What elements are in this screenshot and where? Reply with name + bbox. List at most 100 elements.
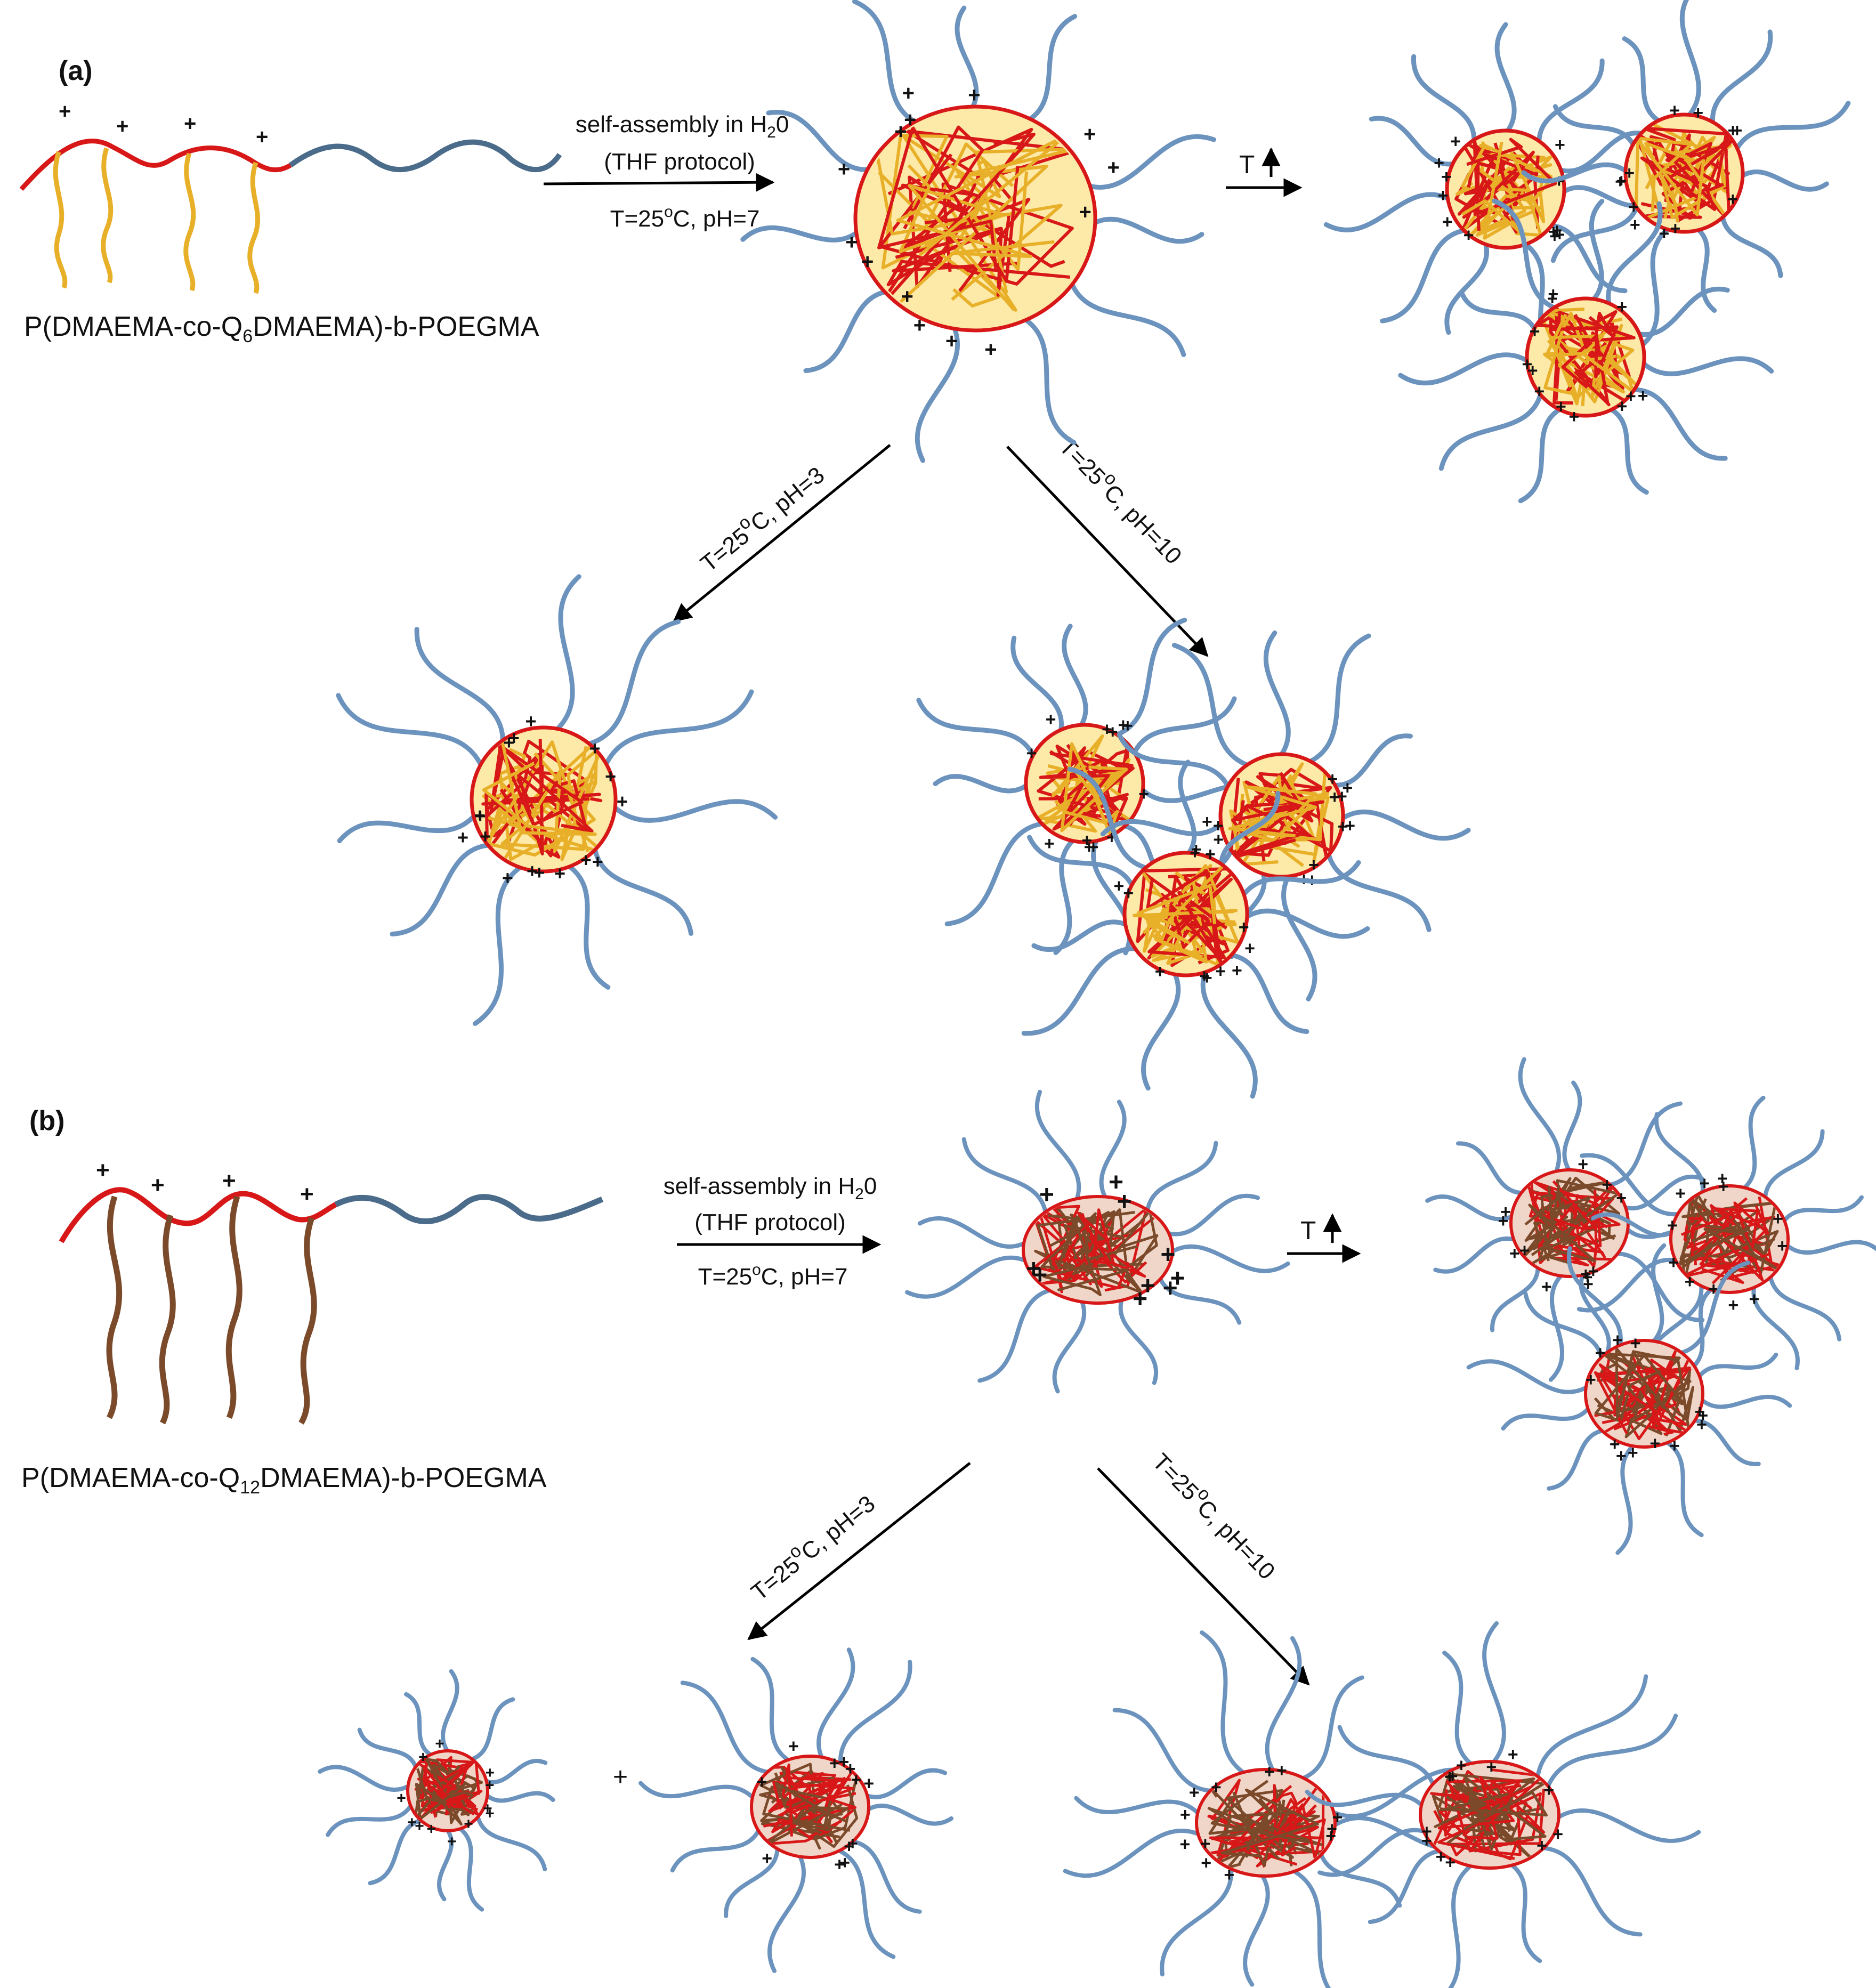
charge-plus: +: [1084, 837, 1095, 857]
corona-chain: [724, 1843, 780, 1918]
charge-plus: +: [1325, 1826, 1336, 1846]
core-outline: [1584, 1339, 1704, 1449]
corona-chain: [1697, 1394, 1792, 1409]
corona-chain: [1695, 1352, 1778, 1381]
corona-chain: [1141, 968, 1181, 1091]
corona-chain: [847, 1839, 922, 1914]
charge-plus: +: [1161, 1241, 1176, 1269]
charge-plus: +: [1442, 212, 1453, 232]
charge-plus: +: [1239, 917, 1249, 938]
corona-chain: [582, 619, 681, 748]
corona-chain: [1021, 946, 1142, 1036]
charge-plus: +: [904, 108, 916, 132]
corona-chain: [1438, 389, 1544, 471]
charge-plus: +: [1773, 1209, 1783, 1229]
corona-chain: [750, 1656, 793, 1764]
charge-plus: +: [1444, 1767, 1455, 1787]
charge-plus: +: [1421, 1822, 1432, 1842]
svg-text:T=25oC, pH=10: T=25oC, pH=10: [1054, 429, 1191, 569]
corona-chain: [1052, 1297, 1087, 1394]
corona-chain: [404, 1692, 435, 1758]
core-tangle: [1519, 1176, 1621, 1268]
charge-plus: +: [554, 862, 565, 884]
charge-plus: +: [1578, 1154, 1588, 1174]
corona-chain: [1620, 1174, 1704, 1211]
charge-plus: +: [1530, 321, 1540, 342]
corona-chain: [1466, 1359, 1591, 1394]
charge-plus: +: [1717, 1168, 1728, 1189]
polymer-label-b: P(DMAEMA-co-Q12DMAEMA)-b-POEGMA: [21, 1462, 547, 1498]
svg-text:self-assembly in H20: self-assembly in H20: [576, 111, 789, 141]
charge-plus: +: [1610, 1434, 1620, 1454]
corona-chain: [1053, 836, 1078, 955]
corona-chain: [977, 1287, 1056, 1383]
charge-plus: +: [1569, 407, 1580, 427]
core-outline: [1623, 112, 1745, 234]
charge-plus: +: [580, 849, 592, 871]
charge-plus: +: [1211, 1777, 1222, 1798]
micelle: ++++++++++: [905, 1089, 1290, 1394]
charge-plus: +: [1434, 153, 1444, 173]
charge-plus: +: [1170, 1265, 1185, 1293]
svg-text:+: +: [96, 1157, 110, 1183]
corona-chain: [1547, 1428, 1608, 1491]
charge-plus: +: [1232, 960, 1242, 981]
corona-chain: [1100, 819, 1226, 837]
charge-plus: +: [485, 1777, 495, 1795]
svg-text:+: +: [59, 100, 71, 123]
corona-chain: [1031, 919, 1131, 952]
core-tangle: [1536, 306, 1637, 407]
charge-plus: +: [829, 1753, 840, 1773]
corona-chain: [1649, 1243, 1667, 1346]
corona-chain: [1017, 314, 1077, 445]
corona-chain: [318, 1765, 413, 1792]
core-tangle: [1593, 1347, 1694, 1441]
corona-chain: [1086, 216, 1204, 244]
micelle: ++++++++++++: [638, 1647, 954, 1973]
charge-plus: +: [834, 1855, 845, 1875]
charge-plus: +: [427, 1821, 436, 1838]
charge-plus: +: [1522, 354, 1532, 375]
corona-chain: [1145, 1141, 1218, 1216]
corona-chain: [838, 1660, 912, 1769]
charge-plus: +: [1107, 156, 1119, 180]
charge-plus: +: [1588, 1261, 1599, 1281]
charge-plus: +: [1508, 1744, 1518, 1765]
corona-chain: [1720, 211, 1783, 278]
charge-plus: +: [1342, 778, 1353, 798]
temperature-arrow-a: T: [1226, 147, 1303, 197]
corona-chain: [1130, 696, 1237, 759]
core-outline: [1195, 1768, 1337, 1878]
corona-chain: [1305, 633, 1371, 766]
charge-plus: +: [1693, 103, 1703, 123]
charge-plus: +: [839, 1752, 850, 1772]
corona-chain: [1411, 54, 1477, 146]
corona-chain: [1225, 952, 1309, 1035]
corona-chain: [552, 574, 581, 734]
corona-chain: [905, 1255, 1031, 1299]
corona-chain: [955, 5, 979, 115]
charge-plus: +: [1555, 135, 1565, 155]
charge-plus: +: [480, 825, 491, 847]
micelle: ++++++++++++: [1576, 1095, 1876, 1373]
core-outline: [1024, 723, 1145, 844]
charge-plus: +: [1032, 1262, 1047, 1290]
corona-chain: [1323, 192, 1453, 232]
charge-plus: +: [1547, 288, 1558, 309]
charge-plus: +: [1667, 1216, 1678, 1236]
corona-chain: [1507, 1861, 1542, 1963]
corona-chain: [1482, 1621, 1506, 1767]
charge-plus: +: [1456, 1756, 1467, 1776]
corona-chain: [1552, 104, 1637, 150]
charge-plus: +: [845, 1759, 855, 1779]
charge-plus: +: [1615, 172, 1626, 192]
micelle: ++++++++++++: [1021, 759, 1370, 1099]
charge-plus: +: [1548, 284, 1558, 304]
corona-chain: [326, 1801, 415, 1837]
corona-chain: [1689, 1418, 1761, 1466]
charge-plus: +: [1612, 1330, 1623, 1351]
corona-chain: [944, 821, 1048, 926]
charge-plus: +: [1141, 1272, 1155, 1300]
corona-chain: [1767, 1272, 1842, 1342]
core-tangle: [1207, 1777, 1326, 1869]
